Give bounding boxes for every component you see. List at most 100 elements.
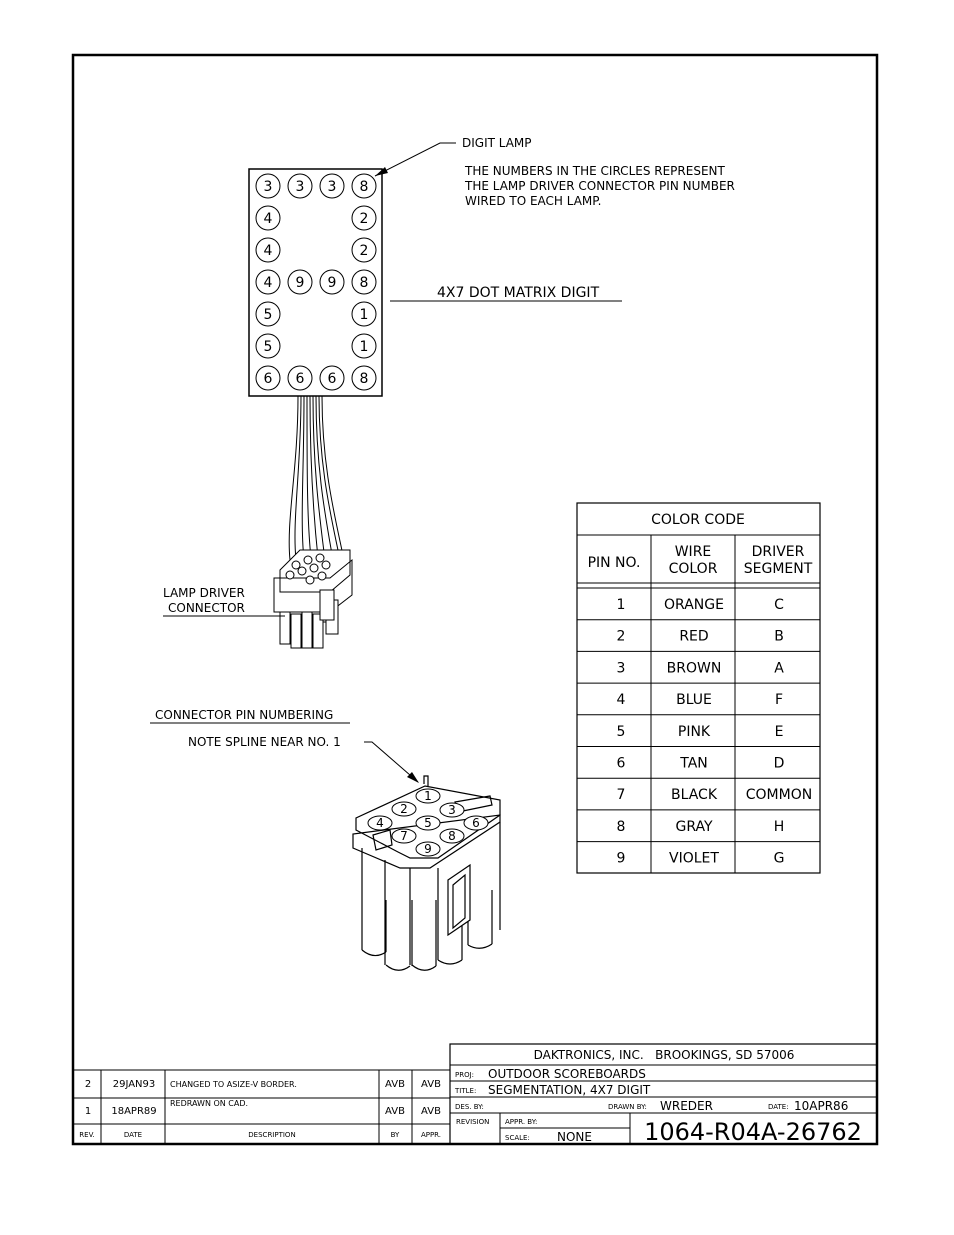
color-code-cell: TAN [679,756,708,772]
revision-cell: CHANGED TO ASIZE-V BORDER. [170,1080,297,1089]
connector-label-line-1: LAMP DRIVER [163,586,245,600]
revision-cell: 1 [85,1106,91,1117]
lamp-explanation-line-2: THE LAMP DRIVER CONNECTOR PIN NUMBER [464,179,735,193]
connector-pin-number: 4 [376,816,384,830]
digit-lamp-arrowhead [375,167,388,176]
connector-pin-number: 9 [424,842,432,856]
connector-pin-number: 7 [400,829,408,843]
connector-pin-number: 3 [448,803,456,817]
scale-value: NONE [557,1130,592,1144]
title-value: SEGMENTATION, 4X7 DIGIT [488,1083,651,1097]
color-code-header: PIN NO. [588,555,641,571]
lamp-circle [255,333,281,359]
date-label: DATE: [768,1103,789,1111]
revision-cell: AVB [421,1106,441,1117]
spline-arrowhead [407,772,419,783]
connector-pin [391,801,417,817]
lamp-pin-number: 4 [264,211,273,227]
revision-header: DATE [124,1131,142,1139]
lamp-pin-number: 6 [296,371,305,387]
lamp-pin-number: 1 [360,339,369,355]
color-code-header: SEGMENT [744,561,813,577]
revision-headers: REV. DATE DESCRIPTION BY APPR. [79,1131,441,1139]
revision-header: REV. [79,1131,94,1139]
lamp-pin-number: 3 [264,179,273,195]
lamp-circle [319,269,345,295]
lamp-pin-number: 5 [264,339,273,355]
lamp-circle [351,205,377,231]
lamp-circle [351,269,377,295]
title-block [449,1043,878,1145]
color-code-cell: 2 [617,629,626,645]
connector-pin [415,788,441,804]
connector-pin-number: 8 [448,829,456,843]
revision-cell: REDRAWN ON CAD. [170,1099,248,1108]
lamp-explanation-line-3: WIRED TO EACH LAMP. [465,194,601,208]
lamp-circle [255,301,281,327]
lamp-circle [319,365,345,391]
connector-pin [367,815,393,831]
revision-cell: AVB [385,1106,405,1117]
company-name: DAKTRONICS, INC. BROOKINGS, SD 57006 [534,1048,795,1062]
revision-cell: AVB [385,1079,405,1090]
color-code-cell: VIOLET [669,851,719,867]
date-value: 10APR86 [794,1099,848,1113]
lamp-circle [287,365,313,391]
color-code-cell: 9 [617,851,626,867]
connector-pin [391,828,417,844]
lamp-pin-number: 2 [360,211,369,227]
color-code-cell: BLUE [676,692,712,708]
lamp-pin-number: 8 [360,371,369,387]
matrix-label: 4X7 DOT MATRIX DIGIT [437,285,600,301]
color-code-header: COLOR [669,561,718,577]
color-code-cell: BROWN [667,660,722,676]
color-code-cell: E [775,724,784,740]
color-code-cell: 5 [617,724,626,740]
revision-header: BY [391,1131,400,1139]
revision-header: APPR. [421,1131,441,1139]
color-code-header: WIRE [675,544,712,560]
lamp-circle [351,173,377,199]
connector-pin-number: 2 [400,802,408,816]
color-code-cell: G [774,851,785,867]
lamp-circle [287,269,313,295]
color-code-title: COLOR CODE [651,512,745,528]
revision-cell: AVB [421,1079,441,1090]
spline-leader [364,741,419,783]
lamp-pin-number: 2 [360,243,369,259]
proj-value: OUTDOOR SCOREBOARDS [488,1067,646,1081]
des-by-label: DES. BY: [455,1103,484,1111]
connector-pin [415,815,441,831]
lamp-pin-number: 4 [264,275,273,291]
drawing-number: 1064-R04A-26762 [644,1118,862,1146]
revision-header: DESCRIPTION [248,1131,295,1139]
lamp-circle [255,237,281,263]
revision-label: REVISION [456,1118,489,1126]
lamp-circle [351,365,377,391]
connector-label-line-2: CONNECTOR [168,601,245,615]
lamp-pin-number: 9 [328,275,337,291]
color-code-cell: 6 [617,756,626,772]
revision-cell: 18APR89 [111,1106,156,1117]
connector-pin [463,815,489,831]
lamp-circle [255,173,281,199]
lamp-circle [351,301,377,327]
color-code-cell: ORANGE [664,597,724,613]
color-code-cell: 1 [617,597,626,613]
lamp-circle [351,333,377,359]
digit-lamp-label: DIGIT LAMP [462,136,532,150]
color-code-cell: H [774,819,785,835]
lamp-circle [255,365,281,391]
color-code-cell: B [774,629,784,645]
scale-label: SCALE: [505,1134,530,1142]
lamp-pin-number: 4 [264,243,273,259]
drawn-by-value: WREDER [660,1099,713,1113]
color-code-cell: 7 [617,787,626,803]
appr-by-label: APPR. BY: [505,1118,537,1126]
lamp-pin-number: 5 [264,307,273,323]
pin-numbering-label: CONNECTOR PIN NUMBERING [155,708,333,722]
